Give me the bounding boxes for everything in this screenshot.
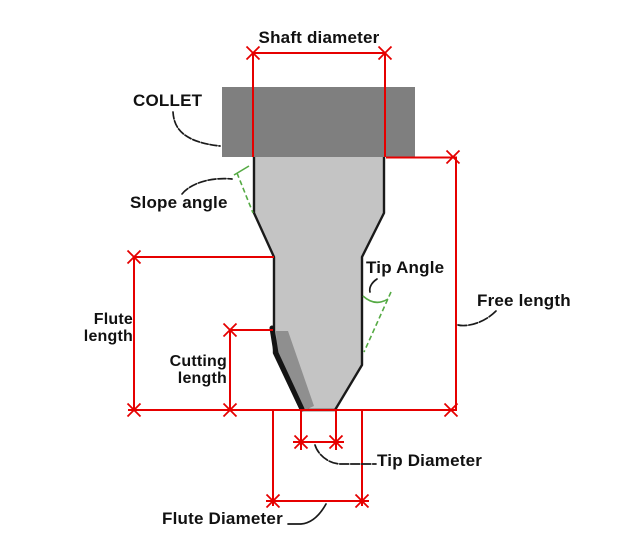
cutting-edge-shadow	[276, 331, 314, 411]
collet-leader	[172, 111, 221, 147]
cutting-edge	[269, 325, 305, 412]
label-free-length: Free length	[477, 291, 571, 310]
label-shaft-diameter: Shaft diameter	[258, 28, 380, 47]
free-length-leader	[457, 310, 497, 327]
slope-angle-tick	[233, 165, 250, 176]
dimension-lines	[126, 45, 461, 509]
collet-block	[222, 87, 415, 157]
leader-lines	[172, 111, 497, 525]
label-flute-diameter: Flute Diameter	[162, 509, 283, 528]
bit-body-group	[252, 157, 386, 412]
tip-angle-dashed-line	[363, 291, 392, 353]
label-cutting-length: Cutting length	[169, 353, 227, 387]
tip-angle-arc	[362, 295, 389, 304]
label-tip-angle: Tip Angle	[366, 258, 445, 277]
bit-body	[252, 157, 386, 412]
dimension-arrow-ticks	[126, 45, 461, 509]
flute-diameter-leader	[287, 503, 327, 525]
angle-marks	[233, 165, 392, 353]
label-flute-length: Flute length	[83, 311, 133, 345]
label-tip-diameter: Tip Diameter	[377, 451, 483, 470]
label-slope-angle: Slope angle	[130, 193, 228, 212]
slope-angle-leader	[181, 177, 233, 195]
label-collet: COLLET	[133, 91, 203, 110]
tip-angle-leader	[368, 278, 378, 293]
slope-angle-dashed-line	[236, 172, 254, 214]
tip-diameter-leader	[314, 444, 377, 465]
